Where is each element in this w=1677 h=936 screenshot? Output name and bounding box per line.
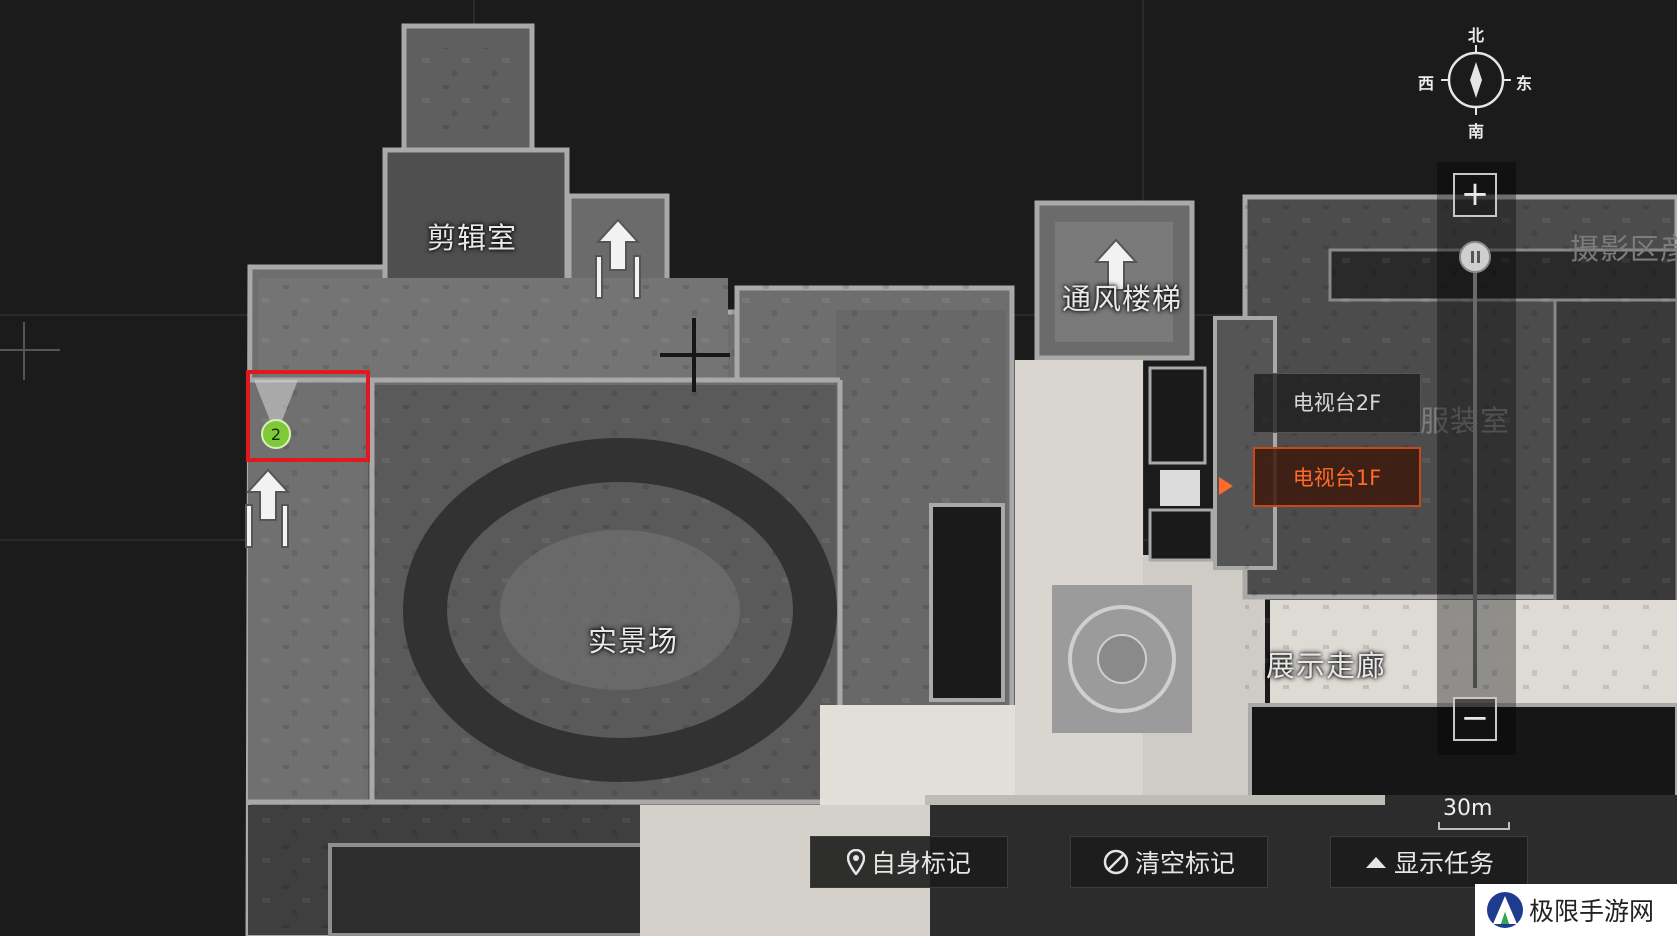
chevron-up-icon bbox=[1365, 857, 1386, 868]
self-mark-label: 自身标记 bbox=[870, 849, 971, 878]
compass-icon bbox=[1441, 45, 1511, 115]
floor-button-2f[interactable]: 电视台2F bbox=[1253, 373, 1421, 433]
zoom-out-button[interactable]: − bbox=[1453, 697, 1497, 741]
watermark-logo-icon bbox=[1487, 892, 1523, 928]
scale-label: 30m bbox=[1443, 796, 1493, 821]
show-tasks-label: 显示任务 bbox=[1393, 849, 1494, 878]
zoom-in-button[interactable]: + bbox=[1453, 173, 1497, 217]
self-mark-button[interactable]: 自身标记 bbox=[810, 836, 1008, 888]
compass-west: 西 bbox=[1418, 74, 1435, 93]
room-label-showcase: 展示走廊 bbox=[1266, 649, 1387, 683]
scale-bar bbox=[1438, 822, 1510, 830]
compass-south: 南 bbox=[1468, 122, 1485, 141]
location-pin-icon bbox=[846, 849, 865, 875]
room-label-photo: 摄影区彦 bbox=[1570, 232, 1677, 266]
room-label-editing: 剪辑室 bbox=[427, 221, 518, 255]
watermark-text: 极限手游网 bbox=[1529, 897, 1655, 926]
clear-marks-button[interactable]: 清空标记 bbox=[1070, 836, 1268, 888]
room-label-live-set: 实景场 bbox=[588, 624, 679, 658]
stairs-up-icon[interactable] bbox=[595, 218, 641, 299]
room-label-costume: 服装室 bbox=[1420, 404, 1511, 438]
zoom-slider-track[interactable] bbox=[1473, 258, 1477, 688]
show-tasks-button[interactable]: 显示任务 bbox=[1330, 836, 1528, 888]
stairs-up-icon[interactable] bbox=[1093, 238, 1139, 291]
watermark-logo: 极限手游网 bbox=[1475, 884, 1677, 936]
clear-circle-icon bbox=[1103, 849, 1129, 875]
floor-active-arrow-icon bbox=[1219, 477, 1233, 495]
floor-button-1f[interactable]: 电视台1F bbox=[1253, 447, 1421, 507]
compass-north: 北 bbox=[1468, 26, 1485, 45]
building-right bbox=[640, 194, 1677, 936]
stairs-up-icon[interactable] bbox=[245, 468, 291, 548]
player-marker[interactable]: 2 bbox=[246, 370, 370, 462]
zoom-slider-handle[interactable] bbox=[1459, 241, 1491, 273]
building-left bbox=[245, 23, 1015, 936]
clear-marks-label: 清空标记 bbox=[1134, 849, 1235, 878]
room-label-vent-stairs: 通风楼梯 bbox=[1062, 282, 1183, 316]
marker-number: 2 bbox=[271, 425, 281, 444]
compass-east: 东 bbox=[1516, 74, 1533, 93]
